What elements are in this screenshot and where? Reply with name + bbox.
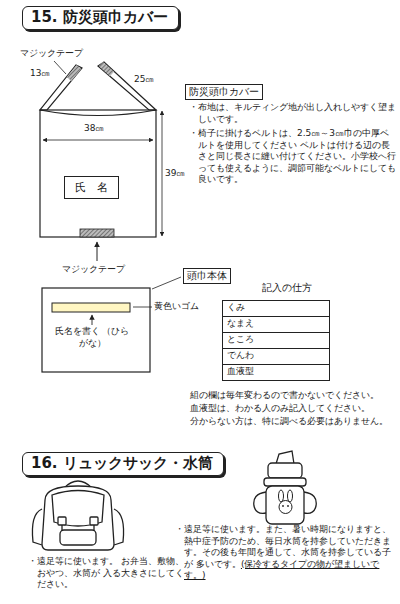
name-strip [52, 303, 130, 312]
section-heading: 16. リュックサック・水筒 [22, 452, 224, 476]
bottle-ring [264, 478, 306, 486]
section-heading: 15. 防災頭巾カバー [22, 6, 179, 30]
velcro-strip [101, 64, 112, 74]
node-text: 氏 名 [75, 180, 108, 195]
dimension-block: 25㎝ [134, 74, 154, 86]
sub-heading: 防災頭巾カバー [185, 84, 263, 100]
leader-line [54, 61, 66, 74]
note-block: ・遠足等に使います。 お弁当、敷物、おやつ、水筒が 入る大きさにしてください。 [28, 556, 187, 591]
part-label: マジックテープ [62, 264, 125, 274]
backpack-body [42, 486, 114, 550]
dimension-block: 13㎝ [30, 68, 50, 80]
node-text: 15. 防災頭巾カバー [31, 8, 168, 27]
bunny-ear [288, 490, 293, 502]
note-block: 血液型は、わかる人のみ記入してください。 [190, 403, 370, 415]
table-cell-block: 血液型 [222, 364, 330, 381]
table-heading: 記入の仕方 [262, 282, 312, 293]
bunny-face [279, 501, 292, 514]
note: 分からない方は、特に調べる必要はありません。 [190, 416, 388, 426]
backpack-flap [52, 491, 104, 527]
leader-line [152, 277, 181, 289]
strap-line [61, 525, 62, 531]
dimension-block: 38㎝ [84, 123, 104, 135]
table-cell: くみ [227, 302, 245, 312]
table-cell-block: くみ [222, 300, 330, 317]
node-text: 頭巾本体 [187, 269, 227, 283]
side-pocket [32, 509, 42, 545]
note: ・椅子に掛けるベルトは、2.5㎝～3㎝巾の中厚ベルトを使用してください ベルトは… [189, 128, 396, 184]
dimension: 25㎝ [134, 74, 154, 84]
part-label: マジックテープ [20, 48, 83, 58]
part-label-block: マジックテープ [20, 48, 83, 60]
strap [98, 62, 156, 110]
table-cell-block: なまえ [222, 316, 330, 333]
dimension: 38㎝ [84, 123, 104, 133]
bottle-handle [254, 492, 266, 513]
buckle [58, 517, 66, 525]
sub-heading: 頭巾本体 [183, 268, 231, 284]
dimension: 39㎝ [165, 168, 185, 178]
table-heading-block: 記入の仕方 [262, 282, 312, 295]
table-cell: ところ [227, 334, 254, 344]
table-cell-block: ところ [222, 332, 330, 349]
bunny-eye [282, 505, 284, 507]
velcro-patch [80, 229, 114, 237]
note: ・布地は、キルティング地が出し入れしやすく望ましいです。 [189, 102, 396, 124]
table-cell: 血液型 [227, 366, 254, 376]
buckle [90, 517, 98, 525]
velcro-strip [69, 67, 79, 79]
name-box: 氏 名 [64, 176, 119, 199]
front-pocket [60, 530, 96, 545]
cover-outline [40, 110, 156, 237]
note: 組の欄は毎年変わるので書かないでください。 [190, 390, 379, 400]
part-label: 黄色いゴム [154, 301, 199, 311]
bunny-ear [279, 490, 284, 502]
note-block: ・布地は、キルティング地が出し入れしやすく望ましいです。 [189, 102, 396, 125]
bunny-eye [287, 505, 289, 507]
table-cell: でんわ [227, 350, 254, 360]
node-text: 防災頭巾カバー [189, 85, 259, 99]
cover-fold [40, 110, 156, 116]
bottle-cap [268, 463, 302, 478]
bottle-body [266, 486, 304, 524]
side-pocket [114, 509, 124, 545]
strap-line [93, 525, 94, 531]
node-text: 16. リュックサック・水筒 [31, 454, 213, 473]
bottle-handle [304, 492, 316, 513]
part-label: 氏名を書く （ひらがな） [55, 326, 130, 348]
note-block: ・遠足等に使います。また、暑い時期になりますと、 熱中症予防のため、毎日水筒を持… [175, 524, 396, 582]
part-label-block: 黄色いゴム [154, 301, 199, 313]
table-cell-block: でんわ [222, 348, 330, 365]
leader-line [133, 307, 152, 308]
dimension-line [43, 140, 153, 141]
bottle-spout [276, 451, 294, 464]
note-block: ・椅子に掛けるベルトは、2.5㎝～3㎝巾の中厚ベルトを使用してください ベルトは… [189, 128, 396, 186]
hood-outline [42, 288, 150, 372]
pointer-arrow [92, 315, 93, 325]
note-block: 分からない方は、特に調べる必要はありません。 [190, 416, 388, 428]
dimension-line [162, 111, 163, 236]
dimension-block: 39㎝ [165, 168, 185, 180]
part-label-block: 氏名を書く （ひらがな） [52, 326, 132, 349]
note: 血液型は、わかる人のみ記入してください。 [190, 403, 370, 413]
part-label-block: マジックテープ [62, 264, 125, 276]
pointer-arrow [97, 242, 98, 261]
note: ・遠足等に使います。 お弁当、敷物、おやつ、水筒が 入る大きさにしてください。 [28, 556, 184, 589]
note-block: 組の欄は毎年変わるので書かないでください。 [190, 390, 379, 402]
table-cell: なまえ [227, 318, 254, 328]
dimension: 13㎝ [30, 68, 50, 78]
